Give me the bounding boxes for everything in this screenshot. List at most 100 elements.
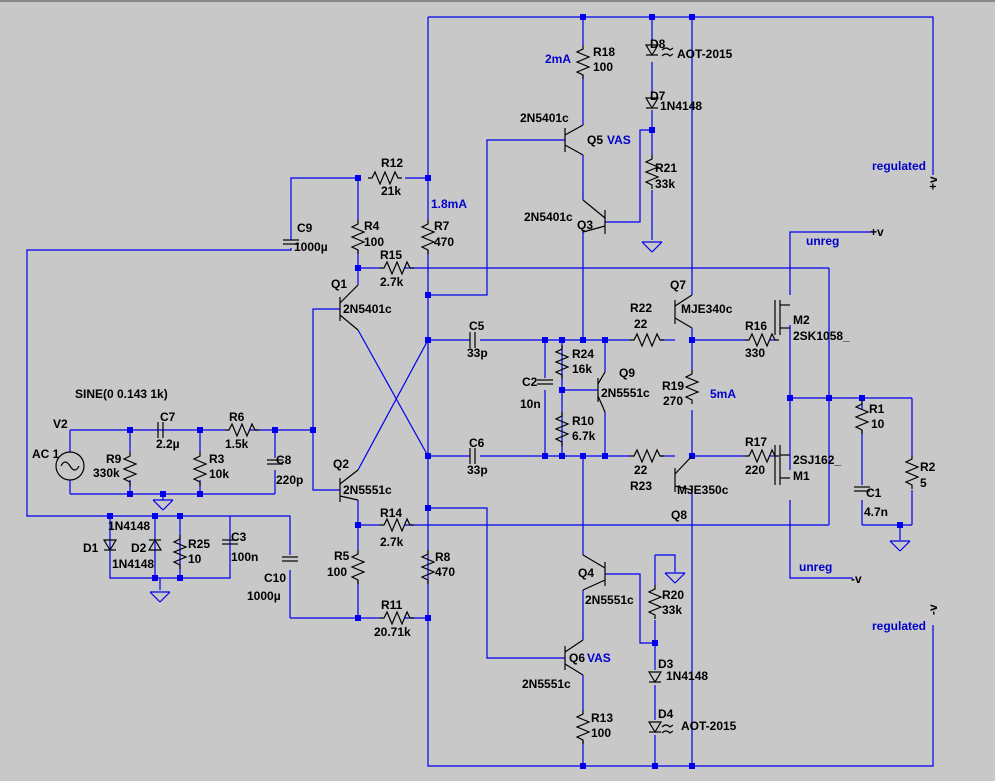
d3-name: D3 <box>658 657 674 671</box>
c9-name: C9 <box>297 221 313 235</box>
d3-value: 1N4148 <box>666 669 708 683</box>
q5-name: Q5 <box>587 133 603 147</box>
r22-name: R22 <box>630 301 652 315</box>
port-pv-reg: +v <box>926 176 940 190</box>
c2-name: C2 <box>522 375 538 389</box>
d1-value: 1N4148 <box>108 519 150 533</box>
port-mv-reg: -v <box>926 604 940 615</box>
c3-name: C3 <box>231 530 247 544</box>
c8-value: 220p <box>276 473 303 487</box>
r13-value: 100 <box>591 726 611 740</box>
d1-name: D1 <box>83 541 99 555</box>
unreg-top-label: unreg <box>806 234 839 248</box>
q6-tag: VAS <box>587 651 611 665</box>
q1-value: 2N5401c <box>343 302 392 316</box>
c2-value: 10n <box>520 397 541 411</box>
current-1-8ma: 1.8mA <box>431 197 467 211</box>
q4-name: Q4 <box>578 566 594 580</box>
c10-value: 1000µ <box>247 589 281 603</box>
r6-name: R6 <box>229 410 245 424</box>
r20-name: R20 <box>662 588 684 602</box>
q1-name: Q1 <box>331 277 347 291</box>
d4-name: D4 <box>658 707 674 721</box>
d4-value: AOT-2015 <box>681 719 737 733</box>
r21-name: R21 <box>655 161 677 175</box>
regulated-bot-label: regulated <box>872 619 926 633</box>
r3-name: R3 <box>209 452 225 466</box>
q7-name: Q7 <box>670 278 686 292</box>
m2-name: M2 <box>793 313 810 327</box>
c10-name: C10 <box>264 571 286 585</box>
r19-name: R19 <box>662 379 684 393</box>
q8-value: MJE350c <box>677 483 729 497</box>
q5-tag: VAS <box>607 133 631 147</box>
c8-name: C8 <box>276 453 292 467</box>
port-mv-unreg: -v <box>851 572 862 586</box>
r21-value: 33k <box>655 177 675 191</box>
d2-name: D2 <box>131 541 147 555</box>
ac-source-v2 <box>55 451 85 481</box>
regulated-top-label: regulated <box>872 159 926 173</box>
q4-value: 2N5551c <box>585 593 634 607</box>
unreg-bot-label: unreg <box>799 560 832 574</box>
c9-value: 1000µ <box>294 240 328 254</box>
d7-value: 1N4148 <box>660 99 702 113</box>
q7-value: MJE340c <box>681 302 733 316</box>
d7-name: D7 <box>650 89 666 103</box>
current-5ma: 5mA <box>710 387 736 401</box>
v2-value: AC 1 <box>32 447 60 461</box>
r17-name: R17 <box>745 435 767 449</box>
c1-name: C1 <box>866 486 882 500</box>
r15-value: 2.7k <box>380 275 404 289</box>
r8-name: R8 <box>435 550 451 564</box>
c5-value: 33p <box>467 346 488 360</box>
r9-name: R9 <box>106 452 122 466</box>
c1-value: 4.7n <box>864 505 888 519</box>
capacitors <box>157 239 871 562</box>
junction-dots <box>107 14 903 769</box>
r14-value: 2.7k <box>380 535 404 549</box>
m1-name: M1 <box>793 469 810 483</box>
q3-value: 2N5401c <box>524 210 573 224</box>
r14-name: R14 <box>380 506 402 520</box>
m1-value: 2SJ162_ <box>793 453 841 467</box>
r19-value: 270 <box>663 394 683 408</box>
r7-name: R7 <box>434 219 450 233</box>
r15-name: R15 <box>380 248 402 262</box>
r2-name: R2 <box>920 460 936 474</box>
c6-value: 33p <box>467 463 488 477</box>
labels: R18 100 2mA D8 AOT-2015 D7 1N4148 2N5401… <box>32 37 940 740</box>
r4-value: 100 <box>364 235 384 249</box>
ground-symbols <box>149 241 911 603</box>
m2-value: 2SK1058_ <box>793 329 850 343</box>
r9-value: 330k <box>93 466 120 480</box>
r16-value: 330 <box>745 346 765 360</box>
diodes <box>103 44 674 734</box>
q3-name: Q3 <box>577 218 593 232</box>
current-2ma: 2mA <box>545 52 571 66</box>
r1-name: R1 <box>869 402 885 416</box>
r17-value: 220 <box>745 463 765 477</box>
r5-name: R5 <box>334 549 350 563</box>
d8-value: AOT-2015 <box>677 47 733 61</box>
q9-name: Q9 <box>619 366 635 380</box>
q5-value: 2N5401c <box>520 111 569 125</box>
r24-name: R24 <box>572 347 594 361</box>
r7-value: 470 <box>434 235 454 249</box>
c5-name: C5 <box>469 319 485 333</box>
r10-name: R10 <box>572 414 594 428</box>
q6-name: Q6 <box>569 651 585 665</box>
r23-name: R23 <box>630 479 652 493</box>
r20-value: 33k <box>662 603 682 617</box>
r18-name: R18 <box>593 45 615 59</box>
r22-value: 22 <box>634 317 648 331</box>
q6-value: 2N5551c <box>522 677 571 691</box>
d8-name: D8 <box>650 37 666 51</box>
c3-value: 100n <box>231 550 258 564</box>
r6-value: 1.5k <box>225 437 249 451</box>
r25-name: R25 <box>188 537 210 551</box>
c7-name: C7 <box>160 410 176 424</box>
r3-value: 10k <box>209 467 229 481</box>
